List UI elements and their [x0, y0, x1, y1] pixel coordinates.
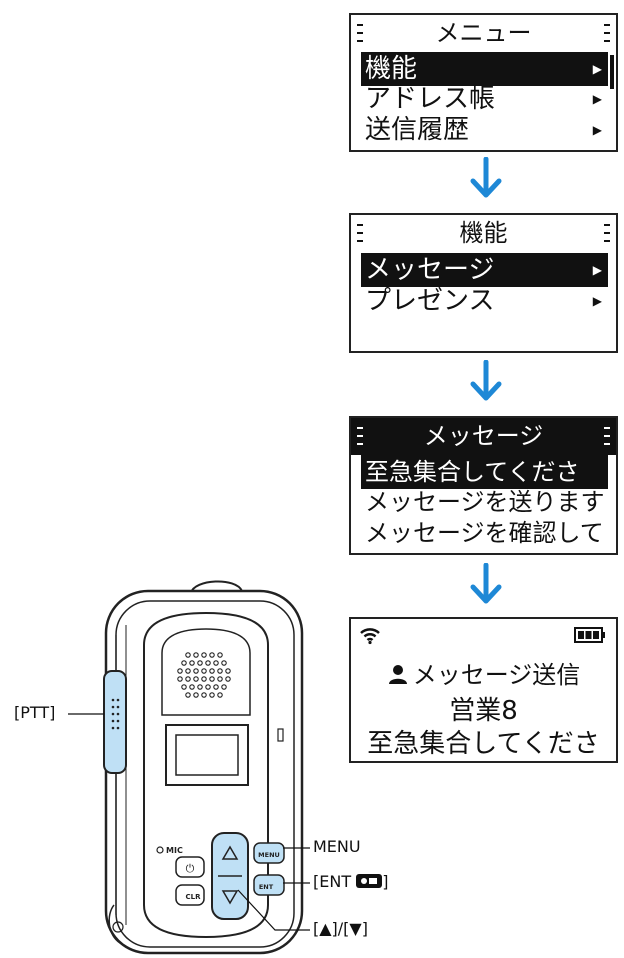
power-key	[175, 856, 205, 878]
submenu-arrow-icon: ▶	[592, 92, 602, 106]
clr-key	[175, 884, 205, 906]
callout-up-down: [▲]/[▼]	[313, 919, 368, 938]
message-text: 至急集合してくださ	[367, 729, 600, 759]
scroll-edge-icon	[604, 24, 610, 42]
flow-arrow-icon	[470, 360, 502, 401]
callout-ptt: [PTT]	[14, 703, 56, 722]
flow-arrow-icon	[470, 157, 502, 198]
scroll-edge-icon	[357, 24, 363, 42]
scroll-edge-icon	[357, 224, 363, 242]
battery-icon	[574, 627, 605, 643]
submenu-arrow-icon: ▶	[592, 123, 602, 137]
led-indicator	[277, 728, 284, 742]
ptt-key	[103, 670, 127, 774]
sender-name: 営業8	[449, 696, 518, 726]
svg-text:⏻: ⏻	[186, 862, 195, 875]
scroll-edge-icon	[604, 427, 610, 445]
wifi-icon	[360, 628, 380, 645]
scrollbar	[610, 55, 614, 89]
person-icon	[388, 665, 407, 684]
menu-item-address-book[interactable]: アドレス帳▶	[365, 84, 602, 114]
lcd-title: メニュー	[435, 19, 532, 47]
ent-key	[253, 874, 285, 896]
message-item-send[interactable]: メッセージを送ります	[365, 488, 605, 516]
lcd-screen-menu: メニュー 機能▶ アドレス帳▶ 送信履歴▶	[349, 13, 618, 152]
menu-key	[253, 842, 285, 864]
message-sent-text: メッセージ送信	[412, 661, 581, 689]
lcd-title-bar: 機能	[351, 215, 616, 252]
lcd-title: メッセージ	[423, 422, 544, 450]
flow-arrow-icon	[470, 563, 502, 604]
lcd-screen-message-sent: メッセージ送信 営業8 至急集合してくださ	[349, 617, 618, 763]
menu-item-presence[interactable]: プレゼンス▶	[365, 286, 602, 316]
radio-device: MIC ⏻ CLR MENU ENT	[103, 580, 304, 955]
callout-ent: [ENT ]	[313, 872, 389, 891]
svg-text:CLR: CLR	[186, 893, 202, 901]
lcd-title-bar: メニュー	[351, 15, 616, 52]
svg-text:MENU: MENU	[258, 851, 280, 859]
menu-item-send-history[interactable]: 送信履歴▶	[365, 115, 602, 145]
svg-text:ENT: ENT	[259, 883, 274, 891]
status-line-1: メッセージ送信	[351, 655, 616, 690]
ent-key-icon	[356, 874, 383, 888]
lcd-title-bar: メッセージ	[351, 418, 616, 455]
submenu-arrow-icon: ▶	[592, 263, 602, 277]
message-item-confirm[interactable]: メッセージを確認して	[365, 519, 604, 547]
lcd-title: 機能	[459, 219, 508, 247]
lcd-screen-message: メッセージ 至急集合してくださ メッセージを送ります メッセージを確認して	[349, 416, 618, 555]
scroll-edge-icon	[357, 427, 363, 445]
message-item-assemble[interactable]: 至急集合してくださ	[361, 455, 608, 489]
mic-label: MIC	[166, 846, 183, 855]
callout-menu: MENU	[313, 837, 361, 856]
submenu-arrow-icon: ▶	[592, 62, 602, 76]
submenu-arrow-icon: ▶	[592, 294, 602, 308]
scroll-edge-icon	[604, 224, 610, 242]
menu-item-function[interactable]: 機能▶	[361, 52, 608, 86]
menu-item-message[interactable]: メッセージ▶	[361, 253, 608, 287]
lcd-screen-function: 機能 メッセージ▶ プレゼンス▶	[349, 213, 618, 353]
